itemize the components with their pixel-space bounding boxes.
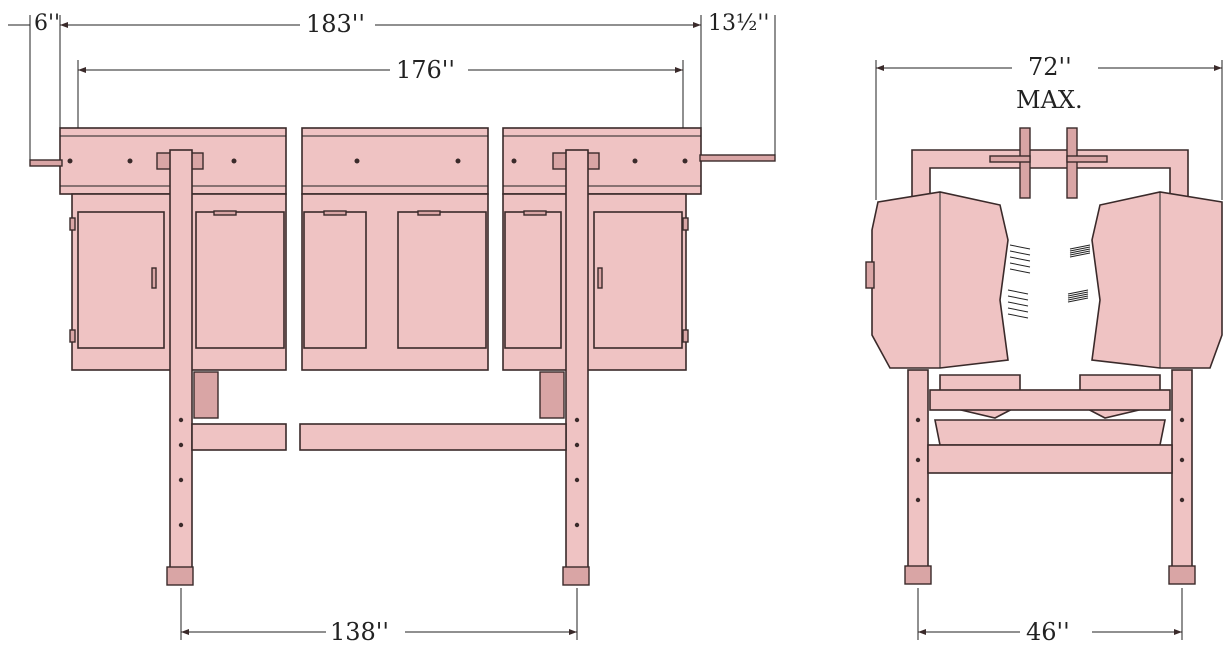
arrowheads xyxy=(60,22,1222,635)
foot-left xyxy=(166,566,194,586)
leg-right xyxy=(565,149,589,571)
door-latch xyxy=(323,210,347,216)
door-handle xyxy=(597,267,603,289)
door-latch xyxy=(523,210,547,216)
end-foot-right xyxy=(1168,565,1196,585)
door xyxy=(397,211,487,349)
springs-right xyxy=(1067,244,1091,303)
end-top-frame xyxy=(911,149,1189,201)
dim-max-width: 72'' xyxy=(1028,53,1072,81)
cross-beam-right xyxy=(299,423,567,451)
side-view xyxy=(29,127,776,586)
adjuster-plate-right xyxy=(1066,127,1078,199)
motor-right xyxy=(539,371,565,419)
door xyxy=(195,211,285,349)
end-foot-left xyxy=(904,565,932,585)
door xyxy=(593,211,683,349)
end-cross-beam xyxy=(927,444,1173,474)
dim-left-overhang: 6'' xyxy=(34,11,60,36)
top-rail-right xyxy=(502,127,702,195)
door-handle xyxy=(151,267,157,289)
end-housing-right xyxy=(1091,191,1223,369)
end-view xyxy=(865,127,1223,585)
end-leg-left xyxy=(907,369,929,571)
leg-left xyxy=(169,149,193,571)
cabinet-middle xyxy=(301,193,489,371)
motor-left xyxy=(193,371,219,419)
cross-beam-left xyxy=(191,423,287,451)
springs-left xyxy=(1007,244,1031,319)
dim-right-overhang: 13½'' xyxy=(708,11,769,36)
left-shaft xyxy=(29,159,63,167)
dim-max-label: MAX. xyxy=(1016,86,1083,114)
door-latch xyxy=(213,210,237,216)
door-latch xyxy=(417,210,441,216)
right-shaft xyxy=(699,154,776,162)
dim-base-width: 46'' xyxy=(1026,618,1070,645)
dimension-lines xyxy=(8,15,1223,640)
dim-inner-length: 176'' xyxy=(396,56,455,84)
dim-leg-span: 138'' xyxy=(330,618,389,645)
adjuster-plate-left xyxy=(1019,127,1031,199)
foot-right xyxy=(562,566,590,586)
door xyxy=(77,211,165,349)
lower-plate xyxy=(929,389,1171,411)
tray xyxy=(934,419,1166,446)
dim-overall-length: 183'' xyxy=(306,10,365,38)
end-leg-right xyxy=(1171,369,1193,571)
